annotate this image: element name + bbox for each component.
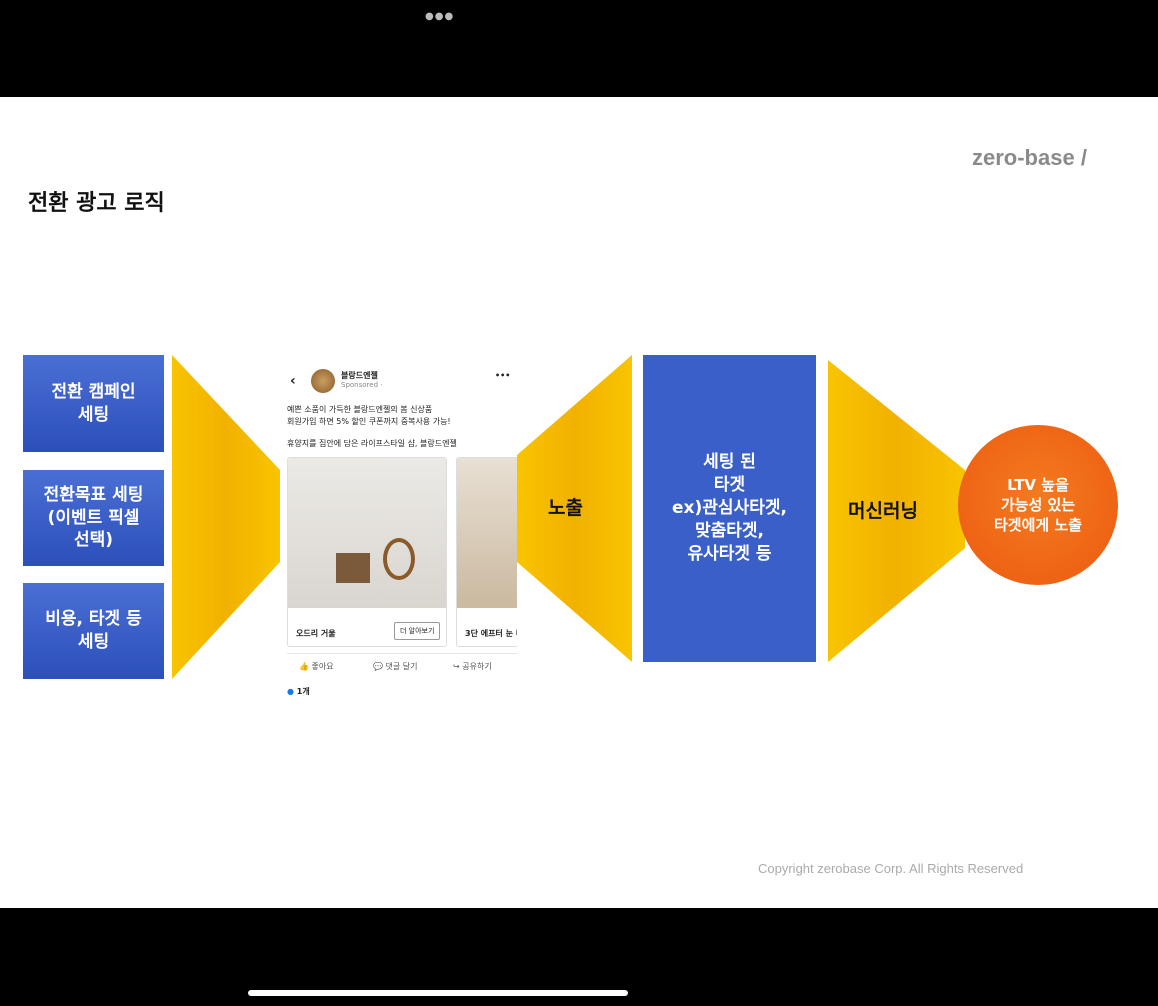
sponsored-label: Sponsored · (341, 381, 383, 389)
more-icon[interactable]: ••• (495, 371, 511, 380)
carousel-card[interactable]: 오드리 거울 더 알아보기 (287, 457, 447, 647)
slide-title: 전환 광고 로직 (28, 191, 165, 216)
like-reaction-icon: ● (287, 687, 294, 696)
card-title: 3단 에프터 눈 티 (465, 629, 517, 638)
step-goal: 전환목표 세팅 (이벤트 픽셀 선택) (23, 470, 164, 566)
step-campaign: 전환 캠페인 세팅 (23, 355, 164, 452)
home-indicator[interactable] (248, 990, 628, 996)
target-box-bg (643, 355, 816, 662)
card-title: 오드리 거울 (296, 629, 336, 638)
input-funnel (172, 355, 280, 679)
tea-image (457, 458, 517, 608)
facebook-ad-mockup: ‹ 블랑드엔젤 Sponsored · ••• 예쁜 소품이 가득한 블랑드엔젤… (287, 365, 517, 705)
copyright: Copyright zerobase Corp. All Rights Rese… (758, 861, 1024, 876)
ml-label: 머신러닝 (848, 500, 918, 522)
ml-funnel (828, 360, 965, 662)
ad-text: 예쁜 소품이 가득한 블랑드엔젤의 봄 신상품 (287, 405, 433, 414)
like-button[interactable]: 👍 좋아요 (299, 662, 334, 671)
page-name[interactable]: 블랑드엔젤 (341, 371, 378, 380)
window-dots[interactable]: ●●● (425, 11, 455, 22)
reaction-count: ● 1개 (287, 687, 310, 696)
carousel-card[interactable]: 3단 에프터 눈 티 (456, 457, 517, 647)
share-button[interactable]: ↪ 공유하기 (453, 662, 492, 671)
zero-base-logo: zero-base / (972, 145, 1087, 170)
ad-text: 휴양지를 집안에 담은 라이프스타일 샵, 블랑드엔젤 (287, 439, 457, 448)
step-budget: 비용, 타겟 등 세팅 (23, 583, 164, 679)
back-icon[interactable]: ‹ (290, 373, 296, 389)
exposure-funnel (517, 355, 632, 662)
target-box: 세팅 된 타겟 ex)관심사타겟, 맞춤타겟, 유사타겟 등 (672, 452, 787, 564)
page-avatar (311, 369, 335, 393)
ad-text: 회원가입 하면 5% 할인 쿠폰까지 중복사용 가능! (287, 417, 451, 426)
result-circle: LTV 높을 가능성 있는 타겟에게 노출 (958, 425, 1118, 585)
exposure-label: 노출 (548, 497, 583, 519)
learn-more-button[interactable]: 더 알아보기 (394, 622, 441, 640)
mirror-image (288, 458, 446, 608)
comment-button[interactable]: 💬 댓글 달기 (373, 662, 418, 671)
